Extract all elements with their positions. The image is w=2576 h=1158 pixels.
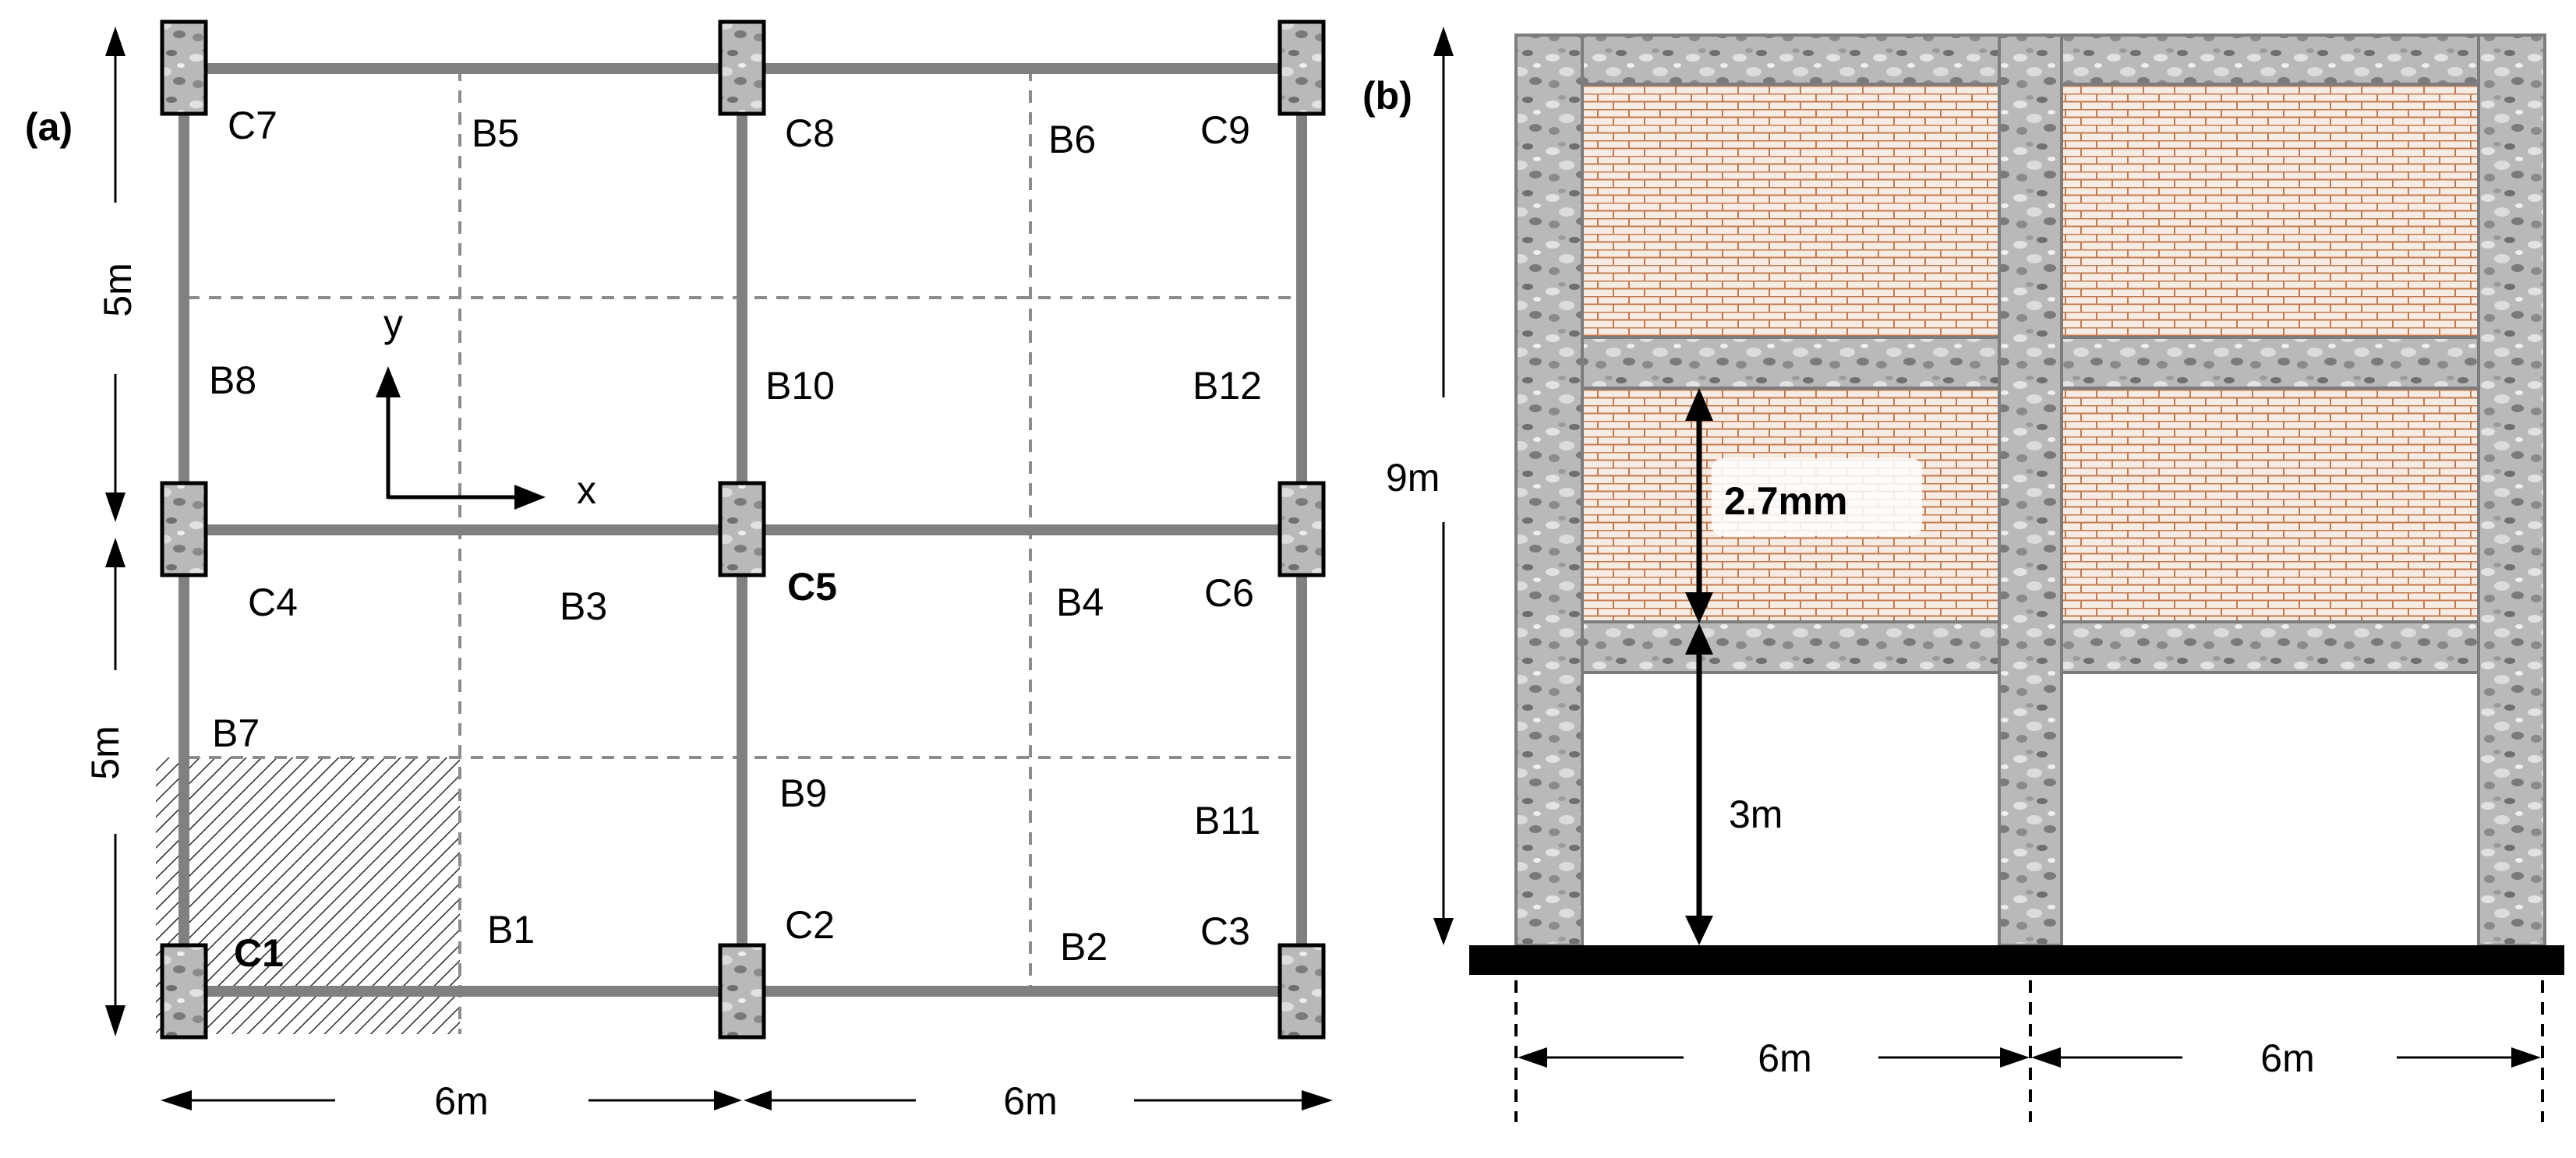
concrete-column-left (1514, 34, 1584, 947)
column-block (718, 19, 766, 116)
column-block (718, 481, 766, 577)
concrete-frame (1514, 34, 2546, 947)
dim-label-9m: 9m (1386, 456, 1440, 500)
dim-label-bay-left: 6m (1758, 1036, 1811, 1080)
dim-arrowhead (714, 1090, 742, 1110)
column-label-c6: C6 (1204, 571, 1254, 615)
local-axes: y x (376, 302, 596, 512)
brick-infill-panel (2062, 84, 2479, 337)
dim-arrowhead (1685, 916, 1713, 945)
dim-label-5m-bottom: 5m (83, 726, 127, 779)
y-axis-arrowhead (376, 366, 401, 397)
dim-arrowhead (1302, 1090, 1333, 1110)
beam-label-b8: B8 (209, 358, 256, 402)
beam-label-b11: B11 (1194, 799, 1260, 842)
panel-a-label: (a) (25, 105, 72, 149)
column-label-c3: C3 (1200, 909, 1250, 953)
beam-label-b4: B4 (1056, 581, 1104, 624)
axis-label-y: y (383, 302, 403, 345)
dim-label-2-7mm: 2.7mm (1724, 479, 1847, 523)
dim-storey-infill: 2.7mm (1685, 388, 1922, 623)
bay-dimensions: 6m 6m (1514, 980, 2544, 1122)
column-label-c7: C7 (228, 104, 277, 147)
column-label-c1: C1 (234, 931, 284, 975)
vertical-dimensions: 5m 5m (83, 26, 140, 1036)
brick-infill-panel (2062, 388, 2479, 622)
dim-label-6m-right: 6m (1003, 1079, 1057, 1123)
beam-label-b10: B10 (765, 364, 835, 408)
panel-b-label: (b) (1362, 74, 1412, 118)
beam-label-b5: B5 (472, 111, 519, 155)
column-label-c9: C9 (1200, 108, 1250, 152)
dim-arrowhead (1685, 388, 1713, 421)
column-block (160, 481, 208, 577)
dim-label-6m-left: 6m (434, 1079, 488, 1123)
dim-label-backdrop (1712, 458, 1922, 536)
column-block (1277, 943, 1326, 1040)
dim-arrowhead (105, 1005, 125, 1036)
dim-arrowhead (1685, 592, 1713, 623)
horizontal-dimensions: 6m 6m (161, 1079, 1333, 1123)
column-block (160, 943, 208, 1040)
column-block (1277, 19, 1326, 116)
column-label-c5: C5 (787, 565, 837, 609)
beam-label-b9: B9 (779, 771, 827, 815)
beam-label-b1: B1 (487, 908, 535, 951)
x-axis-arrowhead (514, 485, 546, 510)
column-block (160, 19, 208, 116)
beam-label-b7: B7 (212, 711, 260, 755)
dim-arrowhead (161, 1090, 192, 1110)
axis-label-x: x (577, 468, 596, 512)
dim-arrowhead (1433, 918, 1454, 945)
column-label-c2: C2 (785, 903, 835, 947)
dim-label-bay-right: 6m (2260, 1036, 2314, 1080)
beam-label-b12: B12 (1193, 364, 1262, 408)
beam-label-b6: B6 (1048, 118, 1096, 161)
concrete-column-right (2477, 34, 2546, 947)
beam-label-b3: B3 (560, 584, 607, 628)
beam-label-b2: B2 (1060, 925, 1108, 969)
dim-arrowhead (2000, 1047, 2030, 1068)
column-blocks (160, 19, 1326, 1040)
panel-b-elevation: (b) 9m (1362, 26, 2564, 1122)
dim-arrowhead (1433, 26, 1454, 56)
column-block (1277, 481, 1326, 577)
dim-9m: 9m (1386, 26, 1454, 945)
dim-label-3m: 3m (1729, 793, 1783, 836)
ground-foundation-bar (1469, 945, 2564, 975)
dim-arrowhead (2511, 1047, 2541, 1068)
brick-infill-panel (1582, 84, 1999, 337)
dim-arrowhead (105, 26, 125, 56)
panel-a-plan: (a) (25, 19, 1333, 1123)
column-label-c8: C8 (785, 111, 835, 155)
column-block (718, 943, 766, 1040)
column-label-c4: C4 (248, 581, 298, 624)
dim-arrowhead (105, 493, 125, 522)
dim-label-5m-top: 5m (96, 263, 140, 316)
dim-3m: 3m (1685, 623, 1783, 945)
concrete-column-middle (1998, 34, 2063, 947)
